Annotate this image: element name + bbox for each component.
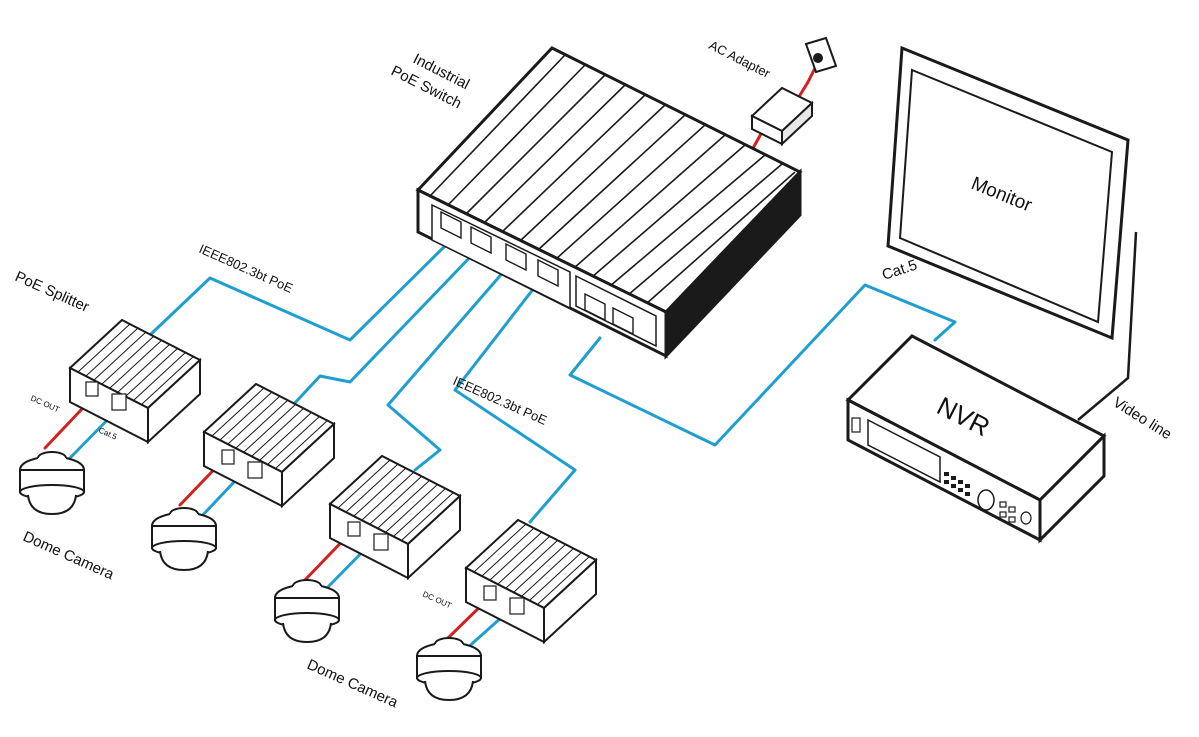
cable-port4-to-splitter4	[453, 268, 577, 524]
poe-splitter-2	[202, 382, 336, 509]
splitter-side	[147, 357, 201, 445]
poe-splitter-3	[328, 454, 462, 581]
camera-top	[273, 585, 341, 599]
poe-splitter-4	[464, 518, 598, 645]
port-3	[505, 242, 527, 272]
camera-top	[150, 513, 218, 527]
switch-port-panel	[431, 203, 571, 310]
dc-out-label-1: DC OUT	[29, 394, 61, 415]
nvr-jog-dial	[977, 489, 995, 511]
industrial-poe-switch	[415, 46, 803, 360]
nvr-side	[1038, 432, 1106, 544]
cat5-top-label: Cat.5	[880, 257, 919, 284]
port-6	[612, 306, 634, 336]
poe-splitter-label: PoE Splitter	[12, 268, 91, 316]
poe-top-label: IEEE802.3bt PoE	[197, 241, 296, 296]
camera-dome	[282, 622, 332, 644]
cat5-port	[111, 393, 127, 411]
adapter-side	[781, 100, 813, 147]
dc-out-port	[347, 521, 361, 537]
ac-adapter	[750, 86, 814, 147]
plug-icon	[813, 53, 823, 63]
switch-ports	[440, 210, 634, 336]
dome-camera-label-1: Dome Camera	[20, 528, 117, 583]
port-5	[584, 292, 606, 322]
cat5-port	[373, 533, 389, 551]
dc-out-port	[483, 585, 497, 601]
dc-out-port	[85, 381, 99, 397]
port-4	[537, 258, 559, 288]
video-line-label: Video line	[1110, 394, 1175, 443]
dome-camera-label-2: Dome Camera	[304, 656, 401, 711]
monitor-screen	[898, 68, 1114, 324]
switch-heatsink-fins	[429, 54, 796, 305]
splitter-side	[543, 557, 597, 645]
dome-camera-4	[415, 637, 483, 702]
cable-port6-to-nvr	[568, 283, 957, 447]
cable-port1-to-splitter1	[148, 242, 449, 342]
nvr-drive-bay	[867, 418, 941, 484]
nvr	[845, 334, 1107, 544]
splitter-side	[281, 421, 335, 509]
cat5-splitter-label: Cat.5	[97, 426, 119, 442]
power-adapter-to-switch	[750, 130, 764, 152]
dc-out-label-2: DC OUT	[421, 590, 453, 611]
cat5-port	[247, 461, 263, 479]
cable-port3-to-splitter3	[386, 260, 514, 472]
dc-out-port	[221, 449, 235, 465]
cat5-port	[509, 597, 525, 615]
ac-adapter-label: AC Adapter	[707, 37, 774, 81]
camera-dome	[159, 550, 209, 572]
camera-top	[415, 643, 483, 657]
video-line-cable	[1077, 231, 1138, 421]
camera-top	[18, 457, 86, 471]
dome-camera-3	[273, 579, 341, 644]
wall-socket	[804, 36, 838, 74]
camera-dome	[424, 680, 474, 702]
dome-camera-1	[18, 451, 86, 516]
switch-side-face	[664, 168, 802, 360]
monitor	[886, 45, 1130, 341]
port-2	[470, 225, 492, 255]
dome-camera-2	[150, 507, 218, 572]
nvr-buttons	[944, 472, 970, 496]
port-1	[440, 210, 462, 240]
splitter-side	[407, 493, 461, 581]
nvr-power-button	[851, 417, 861, 433]
cable-port2-to-splitter2	[291, 250, 477, 407]
camera-dome	[27, 494, 77, 516]
poe-splitter-1	[68, 318, 202, 445]
nvr-indicators	[999, 501, 1032, 525]
